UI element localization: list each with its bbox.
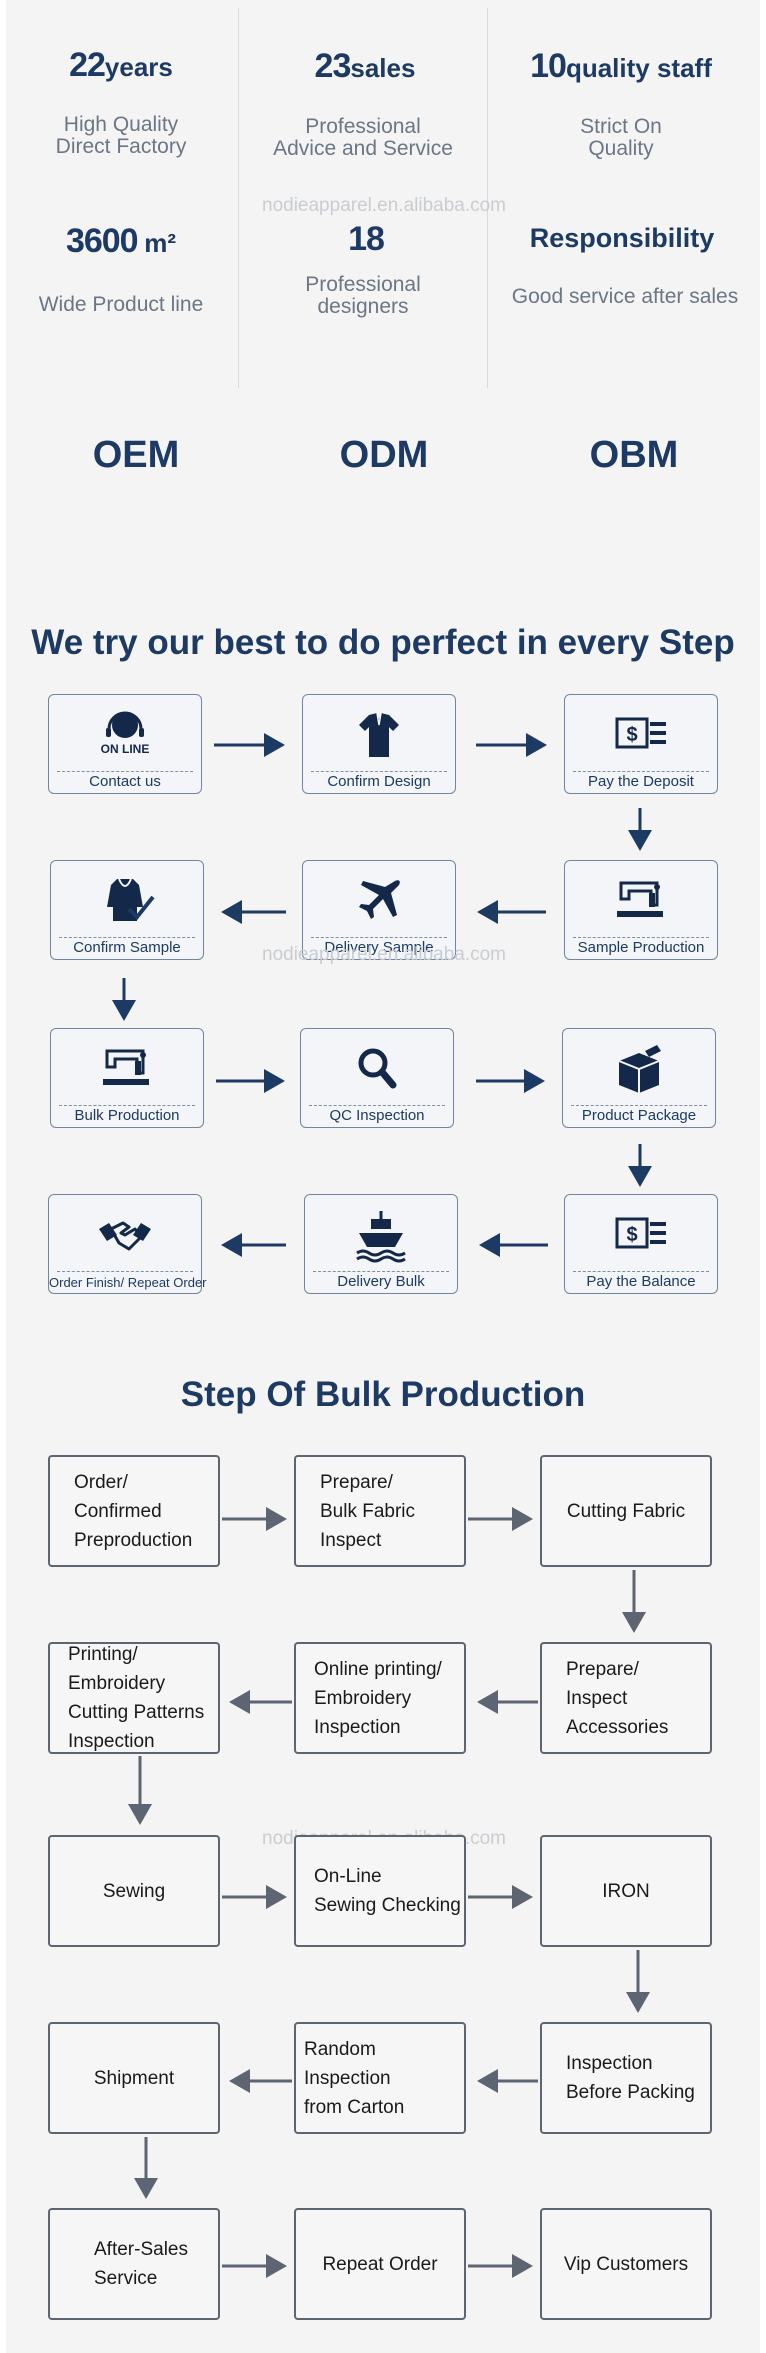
stat-designers: 18 [348, 220, 385, 258]
bulk-step-cutting-fabric: Cutting Fabric [540, 1455, 712, 1567]
model-odm: ODM [339, 434, 429, 476]
bulk-step-vip-customers: Vip Customers [540, 2208, 712, 2320]
magnifier-icon [358, 1048, 397, 1089]
bulk-step-shipment: Shipment [48, 2022, 220, 2134]
jacket-check-icon [107, 878, 155, 921]
step-label: Confirm Design [327, 773, 431, 790]
bulk-step-online-sewing-checking: On-Line Sewing Checking [294, 1835, 466, 1947]
online-headset-icon: ON LINE [101, 711, 150, 756]
bulk-step-inspection-before-packing: Inspection Before Packing [540, 2022, 712, 2134]
stat-area-desc: Wide Product line [38, 293, 204, 316]
airplane-icon [359, 880, 400, 919]
polo-shirt-icon [359, 712, 399, 757]
stat-quality-staff-desc: Strict On Quality [580, 115, 662, 160]
step-label: Order Finish/ Repeat Order [49, 1275, 207, 1290]
sewing-machine-icon [617, 881, 663, 917]
svg-text:$: $ [626, 724, 637, 746]
bulk-step-sewing: Sewing [48, 1835, 220, 1947]
step-card-product-package: Product Package [562, 1028, 716, 1128]
handshake-icon [99, 1221, 151, 1251]
step-label: Delivery Bulk [337, 1273, 425, 1290]
svg-text:ON LINE: ON LINE [101, 742, 150, 756]
stat-sales-desc: Professional Advice and Service [273, 115, 453, 160]
bulk-step-bulk-fabric-inspect: Prepare/ Bulk Fabric Inspect [294, 1455, 466, 1567]
step-card-order-finish: Order Finish/ Repeat Order [48, 1194, 207, 1294]
watermark-text: nodieapparel.en.alibaba.com [262, 195, 507, 216]
bulk-step-order-confirmed: Order/ Confirmed Preproduction [48, 1455, 220, 1567]
ship-icon [356, 1211, 406, 1263]
step-card-contact-us: ON LINE Contact us [48, 694, 202, 794]
watermark-text: nodieapparel.en.alibaba.com [262, 944, 507, 965]
step-card-qc-inspection: QC Inspection [300, 1028, 454, 1128]
stat-years-desc: High Quality Direct Factory [55, 113, 187, 158]
step-card-pay-balance: $ Pay the Balance [564, 1194, 718, 1294]
step-card-confirm-sample: Confirm Sample [50, 860, 204, 960]
step-label: Pay the Balance [586, 1273, 696, 1290]
step-card-bulk-production: Bulk Production [50, 1028, 204, 1128]
bulk-step-iron: IRON [540, 1835, 712, 1947]
divider-line [238, 8, 239, 388]
steps-section-title: We try our best to do perfect in every S… [31, 623, 735, 662]
step-label: Confirm Sample [73, 939, 181, 956]
step-card-delivery-sample: Delivery Sample [302, 860, 456, 960]
bulk-step-repeat-order: Repeat Order [294, 2208, 466, 2320]
stat-quality-staff: 10quality staff [530, 47, 712, 85]
bulk-step-random-inspection: Random Inspection from Carton [294, 2022, 466, 2134]
bulk-step-online-printing-inspection: Online printing/ Embroidery Inspection [294, 1642, 466, 1754]
bulk-step-after-sales: After-Sales Service [48, 2208, 220, 2320]
money-card-icon: $ [615, 717, 666, 749]
bulk-step-inspect-accessories: Prepare/ Inspect Accessories [540, 1642, 712, 1754]
step-label: Delivery Sample [324, 939, 434, 956]
step-label: Bulk Production [74, 1107, 180, 1124]
step-card-sample-production: Sample Production [564, 860, 718, 960]
model-oem: OEM [92, 434, 180, 476]
step-label: QC Inspection [329, 1107, 425, 1124]
step-label: Product Package [581, 1107, 697, 1124]
step-label: Pay the Deposit [588, 773, 694, 790]
stat-responsibility: Responsibility [529, 223, 715, 253]
sewing-machine-icon [103, 1049, 149, 1085]
stat-years: 22years [69, 46, 173, 84]
stat-designers-desc: Professional designers [305, 273, 421, 318]
step-card-confirm-design: Confirm Design [302, 694, 456, 794]
stat-responsibility-desc: Good service after sales [511, 285, 739, 308]
money-card-icon: $ [615, 1217, 666, 1249]
step-label: Sample Production [577, 939, 705, 956]
svg-text:$: $ [626, 1224, 637, 1246]
model-obm: OBM [589, 434, 679, 476]
divider-line [487, 8, 488, 388]
stat-sales: 23sales [314, 47, 416, 85]
package-box-icon [618, 1045, 661, 1093]
stat-area: 3600 m² [65, 222, 177, 260]
step-label: Contact us [89, 773, 161, 790]
flow-arrows [112, 733, 652, 2278]
page: 22years High Quality Direct Factory 23sa… [6, 0, 760, 2353]
bulk-section-title: Step Of Bulk Production [180, 1375, 586, 1414]
step-card-pay-deposit: $ Pay the Deposit [564, 694, 718, 794]
step-card-delivery-bulk: Delivery Bulk [304, 1194, 458, 1294]
bulk-step-cutting-patterns-inspection: Printing/ Embroidery Cutting Patterns In… [48, 1642, 220, 1754]
